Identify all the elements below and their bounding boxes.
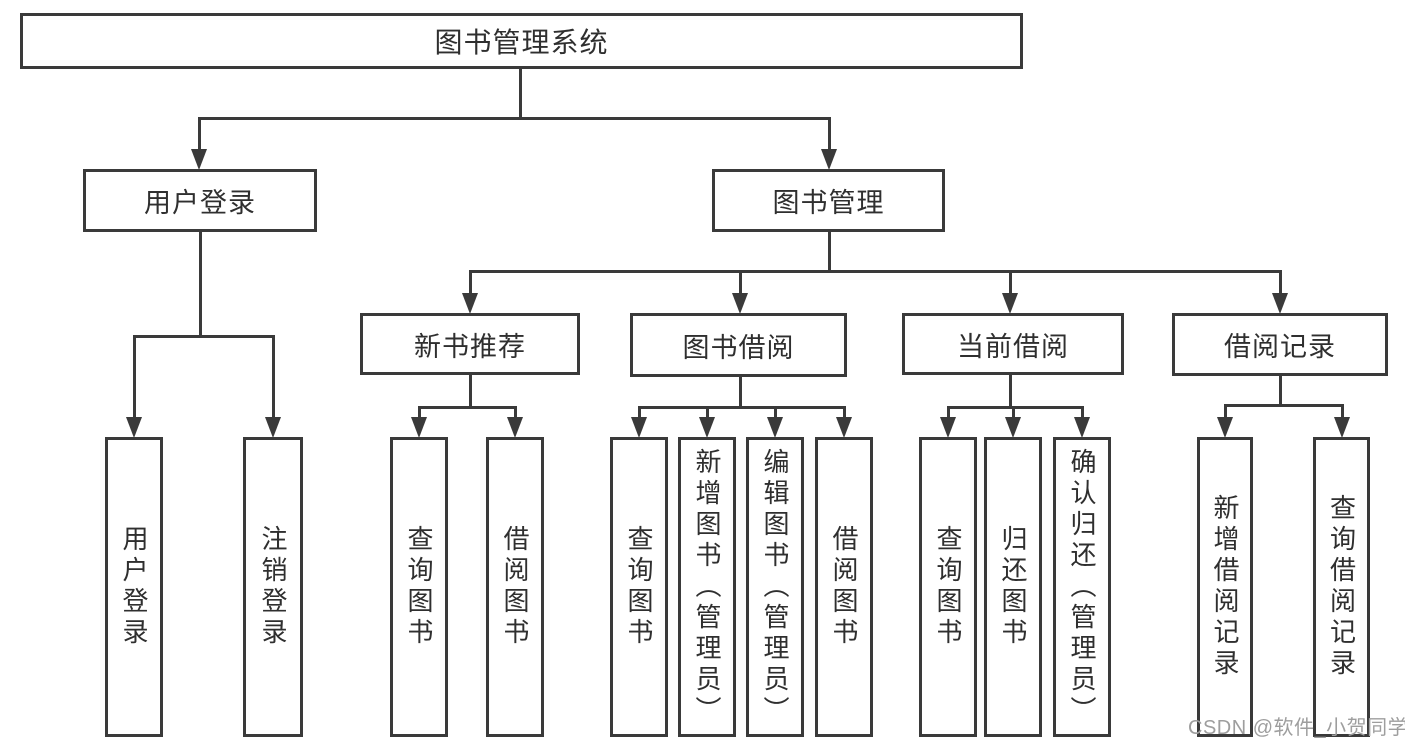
arrow-down-icon	[821, 149, 837, 170]
node-borrow-records: 借阅记录	[1172, 313, 1388, 376]
connector-line	[774, 406, 777, 419]
leaf-label: 查询图书	[933, 525, 963, 649]
leaf-label: 确认归还（管理员）	[1067, 447, 1097, 727]
leaf-label: 用户登录	[119, 525, 149, 649]
leaf-label: 归还图书	[998, 525, 1028, 649]
connector-line	[469, 270, 1282, 273]
node-root: 图书管理系统	[20, 13, 1023, 69]
leaf-add-books-admin: 新增图书（管理员）	[678, 437, 736, 737]
connector-line	[469, 270, 472, 295]
arrow-down-icon	[631, 417, 647, 438]
node-user-login: 用户登录	[83, 169, 317, 232]
leaf-query-borrow-record: 查询借阅记录	[1313, 437, 1370, 737]
arrow-down-icon	[507, 417, 523, 438]
connector-line	[828, 232, 831, 273]
connector-line	[843, 406, 846, 419]
connector-line	[1279, 270, 1282, 295]
leaf-label: 查询借阅记录	[1326, 494, 1357, 680]
connector-line	[638, 406, 845, 409]
arrow-down-icon	[732, 293, 748, 314]
leaf-query-books-1: 查询图书	[390, 437, 448, 737]
connector-line	[1009, 270, 1012, 295]
leaf-logout: 注销登录	[243, 437, 303, 737]
arrow-down-icon	[767, 417, 783, 438]
leaf-confirm-return-admin: 确认归还（管理员）	[1053, 437, 1111, 737]
connector-line	[272, 335, 275, 419]
leaf-query-books-2: 查询图书	[610, 437, 668, 737]
connector-line	[828, 117, 831, 151]
arrow-down-icon	[411, 417, 427, 438]
arrow-down-icon	[126, 417, 142, 438]
arrow-down-icon	[1005, 417, 1021, 438]
connector-line	[1081, 406, 1084, 419]
connector-line	[947, 406, 950, 419]
leaf-return-books: 归还图书	[984, 437, 1042, 737]
leaf-query-books-3: 查询图书	[919, 437, 977, 737]
leaf-label: 新增图书（管理员）	[692, 447, 722, 727]
arrow-down-icon	[940, 417, 956, 438]
connector-line	[199, 232, 202, 336]
leaf-add-borrow-record: 新增借阅记录	[1197, 437, 1253, 737]
node-book-management: 图书管理	[712, 169, 945, 232]
connector-line	[638, 406, 641, 419]
connector-line	[133, 335, 274, 338]
arrow-down-icon	[836, 417, 852, 438]
connector-line	[739, 377, 742, 408]
connector-line	[1012, 406, 1015, 419]
connector-line	[418, 406, 421, 419]
connector-line	[519, 69, 522, 118]
connector-line	[469, 375, 472, 409]
connector-line	[1009, 375, 1012, 408]
arrow-down-icon	[191, 149, 207, 170]
leaf-borrow-books-1: 借阅图书	[486, 437, 544, 737]
watermark: CSDN @软件_小贺同学	[1188, 717, 1405, 739]
leaf-user-login: 用户登录	[105, 437, 163, 737]
connector-line	[1341, 404, 1344, 419]
connector-line	[198, 117, 201, 151]
arrow-down-icon	[1217, 417, 1233, 438]
leaf-label: 查询图书	[624, 525, 654, 649]
connector-line	[198, 117, 831, 120]
connector-line	[739, 270, 742, 295]
connector-line	[706, 406, 709, 419]
node-new-book-recommendation: 新书推荐	[360, 313, 580, 375]
arrow-down-icon	[265, 417, 281, 438]
connector-line	[1224, 404, 1227, 419]
leaf-borrow-books-2: 借阅图书	[815, 437, 873, 737]
arrow-down-icon	[1334, 417, 1350, 438]
leaf-label: 借阅图书	[500, 525, 530, 649]
leaf-edit-books-admin: 编辑图书（管理员）	[746, 437, 804, 737]
connector-line	[133, 335, 136, 419]
connector-line	[514, 406, 517, 419]
arrow-down-icon	[1272, 293, 1288, 314]
connector-line	[947, 406, 1083, 409]
arrow-down-icon	[462, 293, 478, 314]
node-current-borrowing: 当前借阅	[902, 313, 1124, 375]
node-book-borrowing: 图书借阅	[630, 313, 847, 377]
leaf-label: 查询图书	[404, 525, 434, 649]
leaf-label: 注销登录	[258, 525, 288, 649]
leaf-label: 编辑图书（管理员）	[760, 447, 790, 727]
connector-line	[1279, 376, 1282, 407]
arrow-down-icon	[1074, 417, 1090, 438]
leaf-label: 借阅图书	[829, 525, 859, 649]
arrow-down-icon	[699, 417, 715, 438]
leaf-label: 新增借阅记录	[1210, 494, 1240, 680]
connector-line	[418, 406, 516, 409]
connector-line	[1224, 404, 1343, 407]
arrow-down-icon	[1002, 293, 1018, 314]
